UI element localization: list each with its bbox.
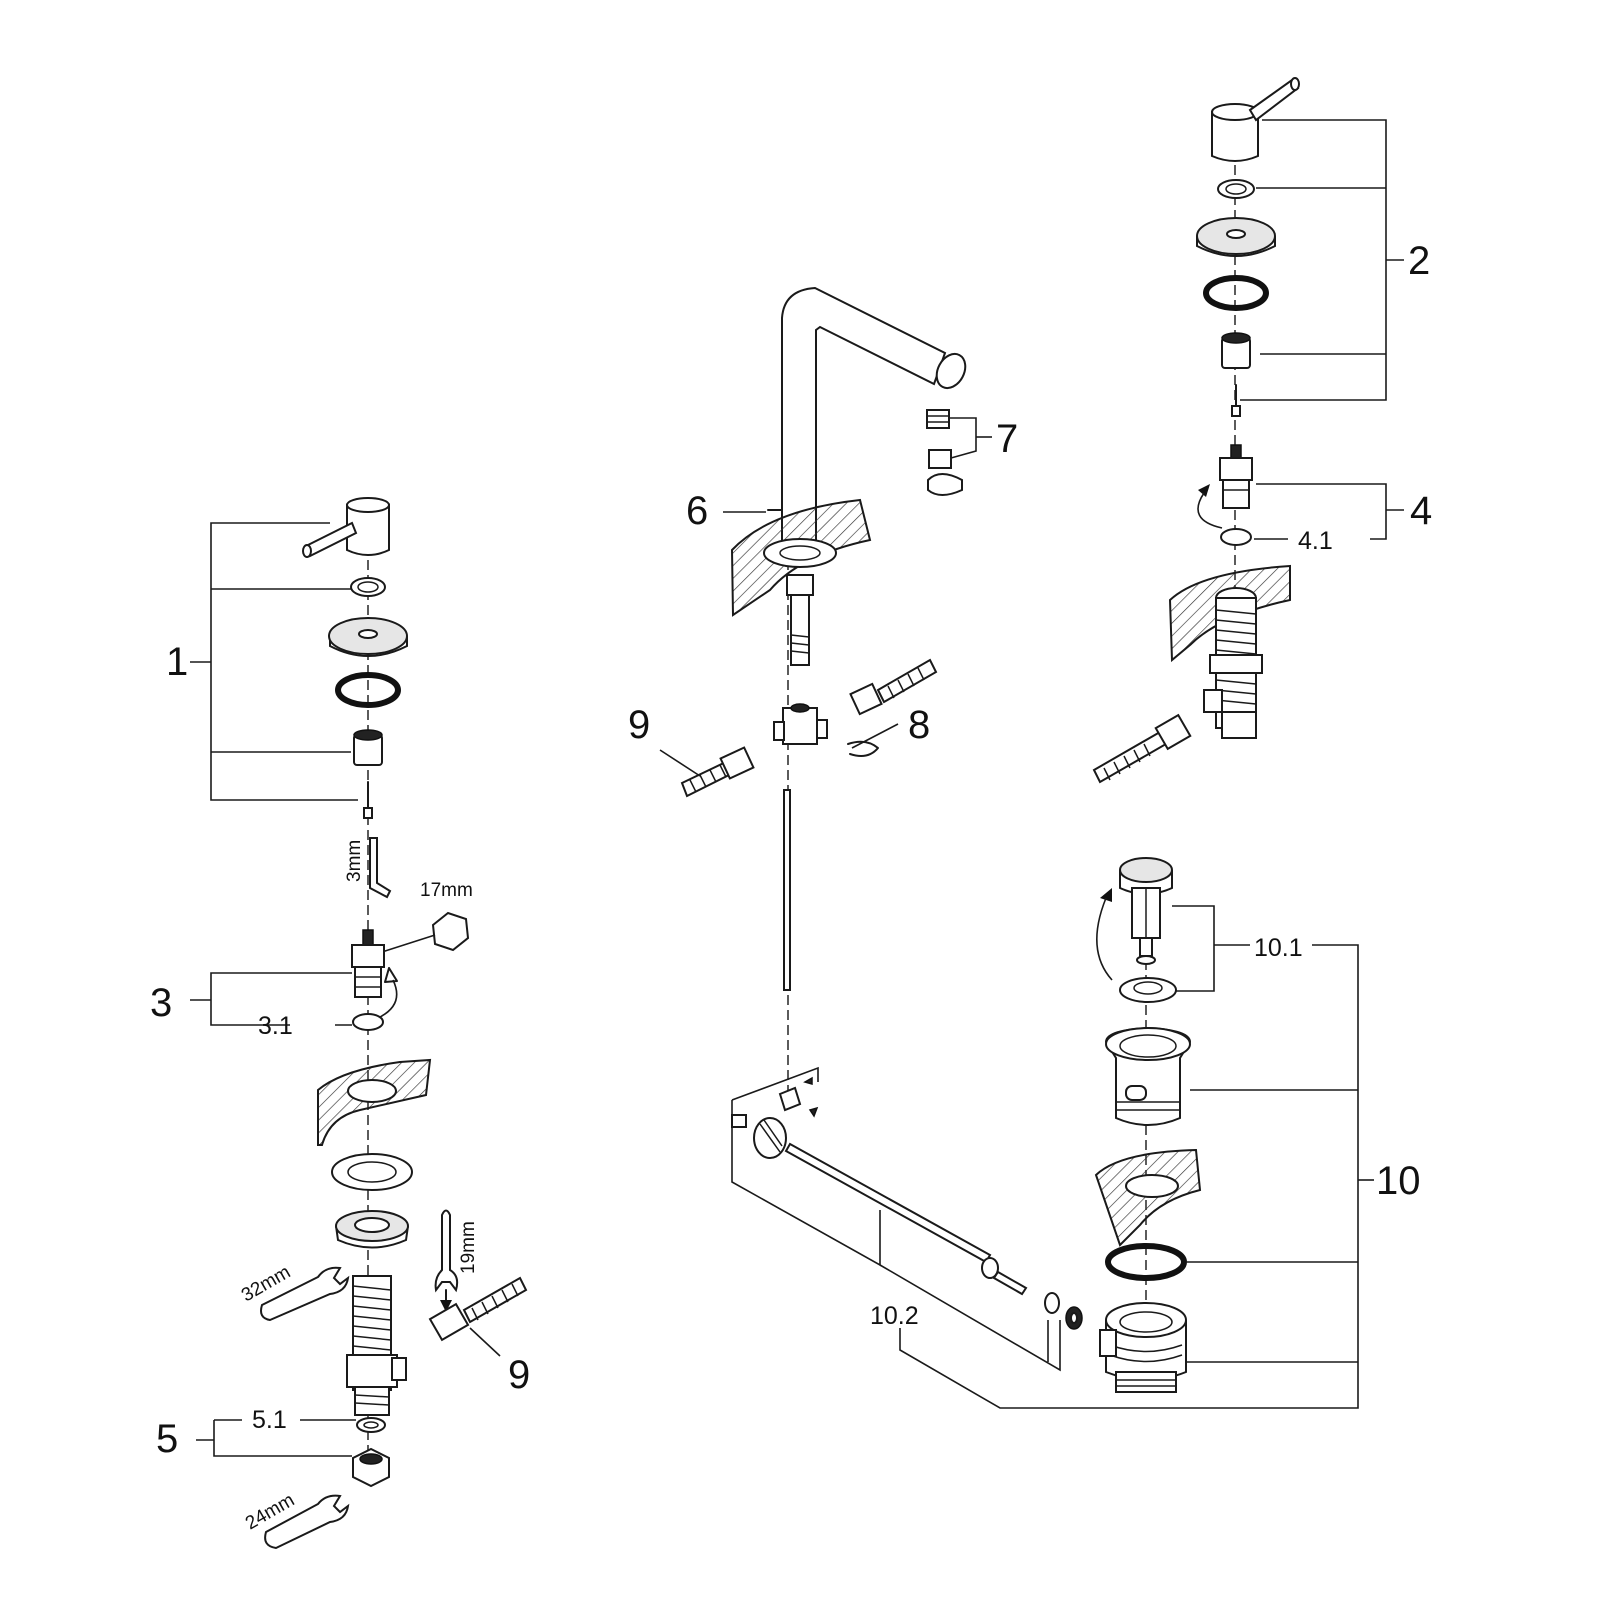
waste-tailpiece (1099, 1302, 1187, 1393)
hex-socket-17mm-icon (431, 911, 470, 952)
centre-left-hose (680, 746, 755, 798)
waste-body (1104, 1026, 1192, 1126)
label-7: 7 (996, 417, 1018, 461)
label-3: 3 (150, 981, 172, 1025)
label-4-1: 4.1 (1298, 527, 1333, 555)
label-5: 5 (156, 1417, 178, 1461)
wrench-32mm (260, 1266, 350, 1322)
spout (767, 286, 967, 556)
spout-shank (786, 574, 814, 666)
right-cartridge (1197, 444, 1253, 529)
wrench-24mm (264, 1494, 350, 1550)
centre-right-hose (849, 658, 938, 716)
hex-socket-size-label: 17mm (420, 880, 473, 901)
hex-key-size-label: 3mm (344, 840, 365, 882)
left-screw (363, 781, 373, 819)
left-small-washer (350, 577, 386, 597)
label-6: 6 (686, 489, 708, 533)
label-5-1: 5.1 (252, 1406, 287, 1434)
left-rosette (328, 617, 408, 657)
left-adapter (353, 729, 383, 766)
basin-section (1094, 1148, 1202, 1247)
retaining-clip (847, 740, 879, 757)
right-adapter (1221, 332, 1251, 369)
left-cartridge-o-ring (352, 1013, 384, 1031)
right-lever-handle (1211, 77, 1300, 162)
popup-stopper (1096, 857, 1173, 981)
left-flat-washer (331, 1153, 413, 1191)
clevis-assembly (731, 1066, 819, 1160)
pivot-nut (1065, 1306, 1083, 1330)
label-4: 4 (1410, 489, 1432, 533)
pivot-washer (1044, 1292, 1060, 1314)
right-small-washer (1217, 179, 1255, 199)
right-screw (1231, 384, 1241, 417)
left-countertop-section (317, 1058, 432, 1146)
popup-waste-assembly (731, 857, 1374, 1409)
label-10-2: 10.2 (870, 1302, 919, 1330)
tee-connector (773, 703, 828, 745)
left-lever-handle (302, 497, 390, 558)
left-callout-lines (190, 522, 358, 1457)
centre-callout-lines (659, 417, 992, 777)
left-o-ring (335, 672, 401, 708)
label-10-1: 10.1 (1254, 934, 1303, 962)
right-valve-assembly (1092, 77, 1404, 784)
centre-countertop-section (730, 498, 872, 617)
waste-callout-lines (731, 905, 1374, 1409)
label-2: 2 (1408, 239, 1430, 283)
wrench-19mm (434, 1209, 459, 1312)
right-cartridge-o-ring (1220, 528, 1252, 546)
left-supply-hose (428, 1276, 528, 1342)
hex-key-3mm (369, 837, 392, 899)
label-9-left: 9 (508, 1353, 530, 1397)
right-valve-body (1203, 597, 1263, 739)
aerator (926, 409, 963, 496)
left-washer-5-1 (356, 1417, 386, 1433)
pivot-rod (753, 1117, 1028, 1296)
waste-o-ring (1105, 1243, 1187, 1281)
reference-labels: 1 2 3 3.1 4 4.1 5 5.1 6 7 8 9 9 10 10.1 … (150, 239, 1432, 1461)
centre-spout-assembly (659, 286, 992, 1100)
left-valve-body (346, 1275, 407, 1416)
left-connector-nut (352, 1447, 390, 1488)
wrench-19-label: 19mm (458, 1221, 479, 1274)
stopper-seal (1119, 977, 1177, 1003)
lift-rod (783, 789, 791, 991)
right-rosette (1196, 217, 1276, 257)
label-1: 1 (166, 640, 188, 684)
left-fixing-nut (335, 1210, 409, 1249)
right-callout-lines (1240, 119, 1404, 540)
label-9-centre: 9 (628, 703, 650, 747)
label-3-1: 3.1 (258, 1012, 293, 1040)
left-valve-assembly: 3mm 17mm (190, 497, 528, 1550)
right-o-ring (1203, 275, 1269, 311)
label-8: 8 (908, 703, 930, 747)
right-supply-hose (1092, 713, 1192, 784)
label-10: 10 (1376, 1159, 1421, 1203)
left-cartridge (351, 929, 398, 1019)
